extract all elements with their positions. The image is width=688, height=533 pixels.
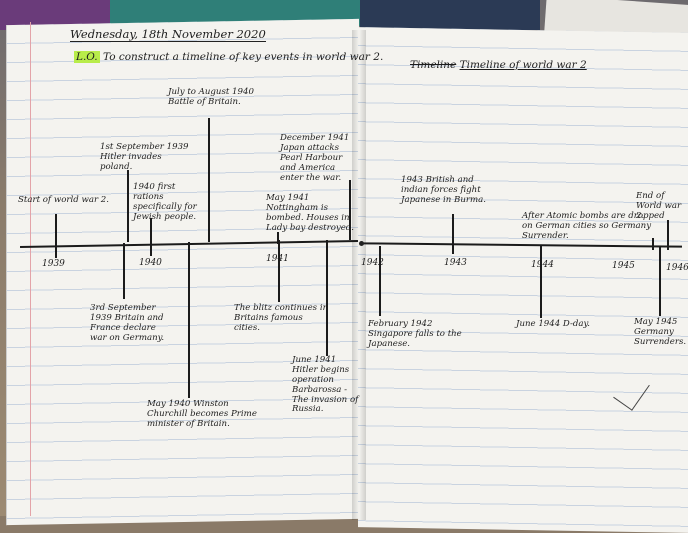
lo-text: To construct a timeline of key events in…: [103, 51, 384, 63]
event-label: May 1945 Germany Surrenders.: [634, 317, 687, 347]
event-label: May 1941 Nottingham is bombed. Houses in…: [266, 193, 355, 233]
margin-line: [30, 22, 31, 516]
navy-box: [360, 0, 540, 30]
event-label: June 1944 D-day.: [516, 319, 590, 329]
learning-objective: L.O. To construct a timeline of key even…: [74, 51, 384, 64]
tick-rations: [150, 218, 152, 256]
tick-blitz: [278, 240, 280, 302]
event-label: July to August 1940 Battle of Britain.: [168, 87, 254, 107]
notebook-right-page: [358, 27, 688, 533]
event-label: The blitz continues in Britains famous c…: [234, 303, 329, 333]
timeline-point-1942: [359, 241, 364, 246]
tick-singapore: [379, 246, 381, 316]
year-label: 1943: [444, 258, 467, 268]
timeline-title: Timeline of world war 2: [459, 59, 587, 71]
year-label: 1940: [139, 258, 162, 268]
date-heading: Wednesday, 18th November 2020: [70, 27, 266, 42]
right-page-title: Timeline Timeline of world war 2: [410, 59, 587, 72]
tick-dday: [540, 246, 542, 318]
event-label: May 1940 Winston Churchill becomes Prime…: [147, 399, 257, 429]
tick-nottingham: [277, 232, 279, 244]
event-label: 1943 British and indian forces fight Jap…: [401, 175, 487, 205]
tick-barbarossa: [326, 240, 328, 356]
tick-surrender: [659, 246, 661, 316]
event-label: After Atomic bombs are dropped on German…: [522, 211, 665, 241]
tick-burma: [452, 214, 454, 254]
tick-pearl: [349, 180, 351, 240]
event-label: February 1942 Singapore falls to the Jap…: [368, 319, 462, 349]
tick-end: [667, 220, 669, 250]
year-label: 1941: [266, 254, 289, 264]
tick-churchill: [188, 242, 190, 398]
event-label: End of World war 2.: [636, 191, 682, 221]
year-label: 1946: [666, 263, 688, 273]
year-label: 1942: [361, 258, 384, 268]
event-label: 3rd September 1939 Britain and France de…: [90, 303, 165, 343]
tick-atomic: [652, 238, 654, 250]
year-label: 1944: [531, 260, 554, 270]
event-label: 1940 first rations specifically for Jewi…: [133, 182, 197, 222]
struck-word: Timeline: [410, 59, 457, 71]
event-label: December 1941 Japan attacks Pearl Harbou…: [280, 133, 350, 183]
event-label: Start of world war 2.: [18, 195, 109, 205]
tick-start: [55, 214, 57, 258]
tick-battle: [208, 118, 210, 242]
tick-1sep: [127, 170, 129, 242]
notebook-gutter: [352, 30, 366, 520]
lo-prefix: L.O.: [74, 51, 100, 63]
year-label: 1945: [612, 261, 635, 271]
event-label: 1st September 1939 Hitler invades poland…: [100, 142, 189, 172]
tick-3sep: [123, 243, 125, 299]
year-label: 1939: [42, 259, 65, 269]
event-label: June 1941 Hitler begins operation Barbar…: [292, 355, 359, 415]
